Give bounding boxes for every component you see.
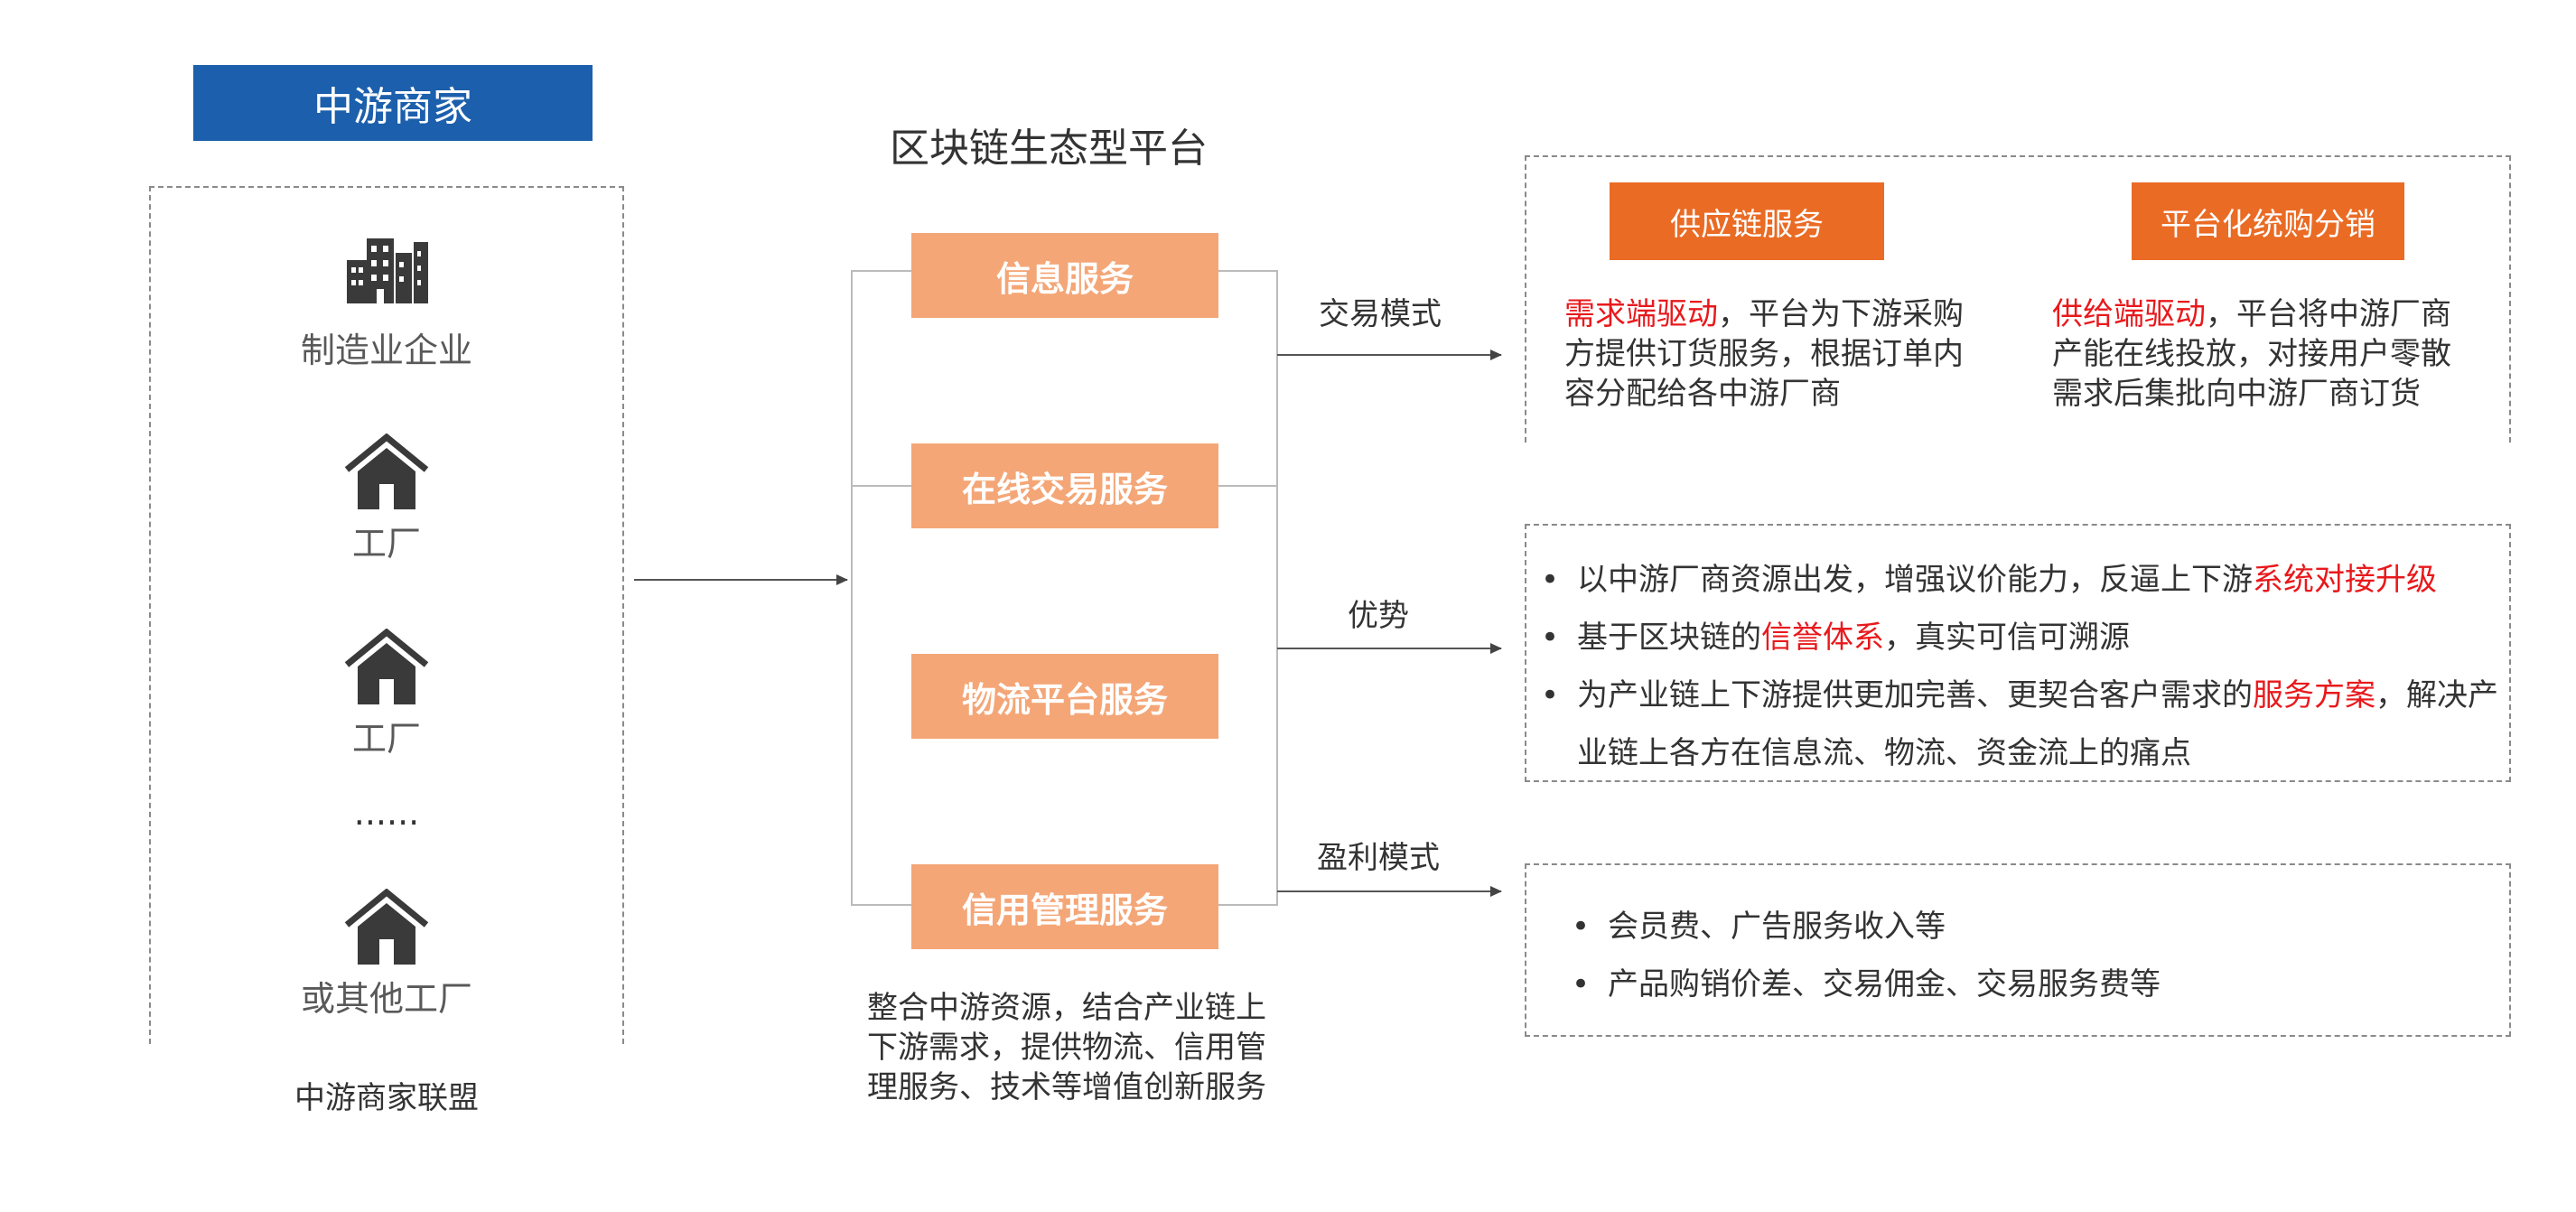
bullet-icon: • <box>1572 909 1591 945</box>
bullet-icon: • <box>1541 677 1560 713</box>
profit-item: •会员费、广告服务收入等 <box>1572 898 2421 956</box>
advantage-item: •以中游厂商资源出发，增强议价能力，反逼上下游系统对接升级 <box>1541 551 2498 609</box>
advantage-label: 优势 <box>1348 598 1409 634</box>
house-icon <box>151 434 622 511</box>
service-online-trade: 在线交易服务 <box>911 443 1218 528</box>
bullet-icon: • <box>1572 966 1591 1002</box>
profit-mode-label: 盈利模式 <box>1317 840 1440 876</box>
profit-item: •产品购销价差、交易佣金、交易服务费等 <box>1572 956 2421 1013</box>
house-icon <box>151 889 622 966</box>
platform-description: 整合中游资源，结合产业链上下游需求，提供物流、信用管理服务、技术等增值创新服务 <box>867 990 1266 1105</box>
advantage-item: •为产业链上下游提供更加完善、更契合客户需求的服务方案，解决产业链上各方在信息流… <box>1541 667 2498 782</box>
service-info: 信息服务 <box>911 233 1218 318</box>
platform-distribution-tag: 平台化统购分销 <box>2132 182 2404 260</box>
platform-left-bracket <box>851 270 911 906</box>
bullet-icon: • <box>1541 562 1560 598</box>
service-logistics: 物流平台服务 <box>911 654 1218 739</box>
demand-driven-highlight: 需求端驱动 <box>1564 296 1718 332</box>
platform-right-bracket <box>1218 270 1278 906</box>
service-credit: 信用管理服务 <box>911 864 1218 949</box>
building-icon <box>151 235 622 303</box>
merchant-label-factory-2: 工厂 <box>351 719 421 759</box>
advantage-item: •基于区块链的信誉体系，真实可信可溯源 <box>1541 609 2498 667</box>
platform-distribution-description: 供给端驱动，平台将中游厂商产能在线投放，对接用户零散需求后集批向中游厂商订货 <box>2052 294 2477 414</box>
merchant-header: 中游商家 <box>193 65 593 141</box>
house-icon <box>151 629 622 706</box>
merchant-label-factory-1: 工厂 <box>351 524 421 564</box>
profit-panel: •会员费、广告服务收入等 •产品购销价差、交易佣金、交易服务费等 <box>1525 863 2511 1037</box>
advantages-panel: •以中游厂商资源出发，增强议价能力，反逼上下游系统对接升级 •基于区块链的信誉体… <box>1525 524 2511 782</box>
platform-title: 区块链生态型平台 <box>890 126 1208 172</box>
merchant-label-other-factory: 或其他工厂 <box>300 979 472 1019</box>
supply-chain-description: 需求端驱动，平台为下游采购方提供订货服务，根据订单内容分配给各中游厂商 <box>1564 294 1967 414</box>
merchant-label-manufacturer: 制造业企业 <box>300 331 472 370</box>
merchant-ellipsis: ...... <box>353 793 420 833</box>
trade-mode-label: 交易模式 <box>1319 296 1442 332</box>
trade-mode-panel: 供应链服务 平台化统购分销 需求端驱动，平台为下游采购方提供订货服务，根据订单内… <box>1525 155 2511 443</box>
supply-driven-highlight: 供给端驱动 <box>2052 296 2206 332</box>
bullet-icon: • <box>1541 620 1560 656</box>
merchant-group: 制造业企业 工厂 工厂 ...... 或其他工厂 <box>149 186 624 1044</box>
merchant-alliance-label: 中游商家联盟 <box>294 1080 479 1116</box>
supply-driven-text: ，平台将中游厂商产能在线投放，对接用户零散需求后集批向中游厂商订货 <box>2052 296 2451 412</box>
demand-driven-text: ，平台为下游采购方提供订货服务，根据订单内容分配给各中游厂商 <box>1564 296 1964 412</box>
supply-chain-service-tag: 供应链服务 <box>1610 182 1884 260</box>
